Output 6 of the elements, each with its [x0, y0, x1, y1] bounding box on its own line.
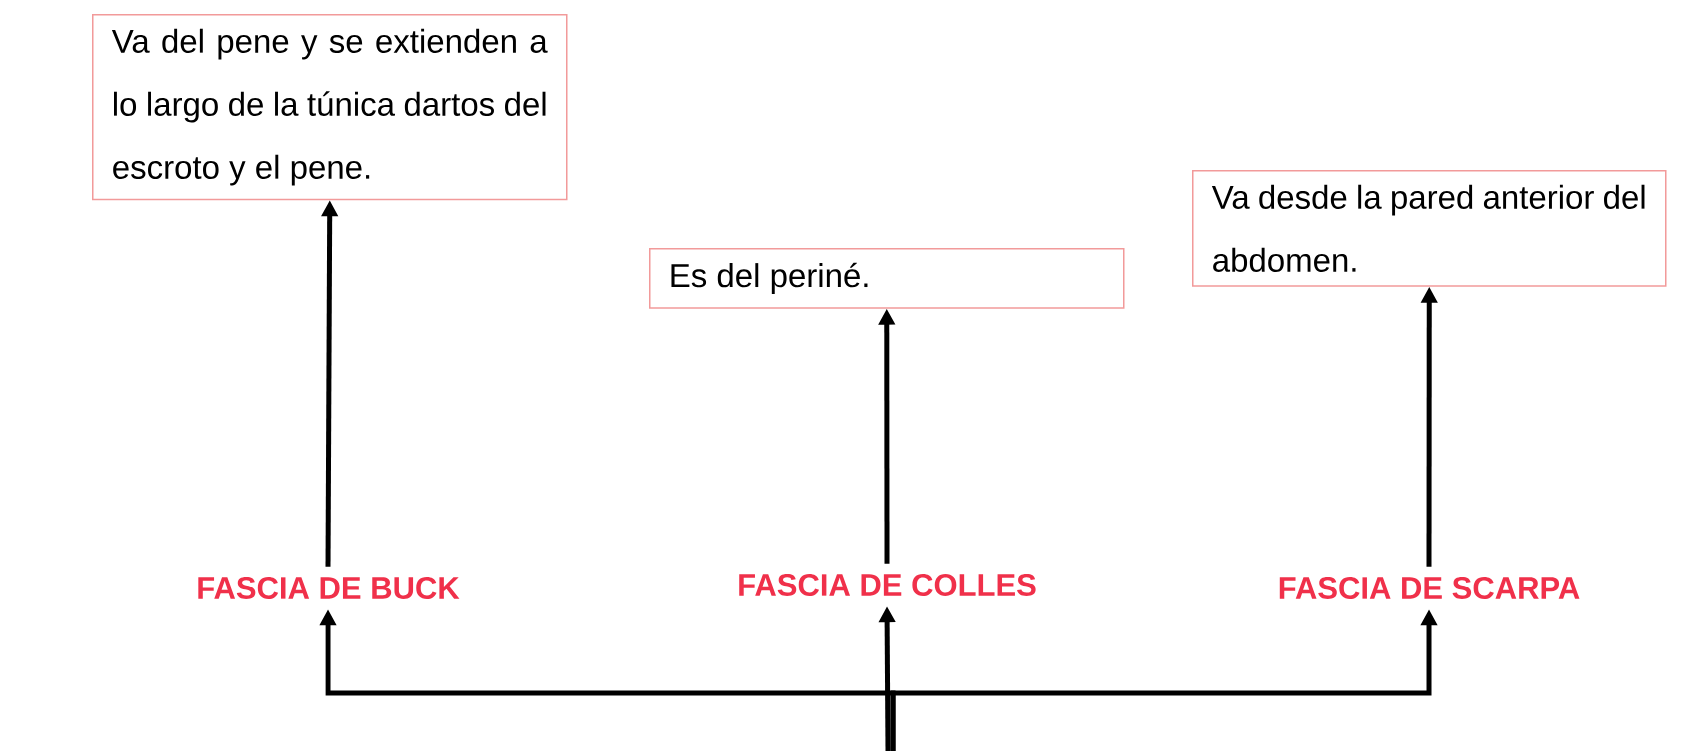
text-box: Va desde la pared anterior del abdomen. [1192, 170, 1667, 287]
fascia-label: FASCIA DE COLLES [739, 574, 1036, 596]
text-box: Va del pene y se extienden a lo largo de la túnica dartos del escroto y el pene. [92, 14, 568, 201]
text-box: Es del periné. [649, 248, 1125, 309]
fascia-label: FASCIA DE SCARPA [1279, 577, 1580, 599]
fascia-label: FASCIA DE BUCK [198, 577, 460, 599]
